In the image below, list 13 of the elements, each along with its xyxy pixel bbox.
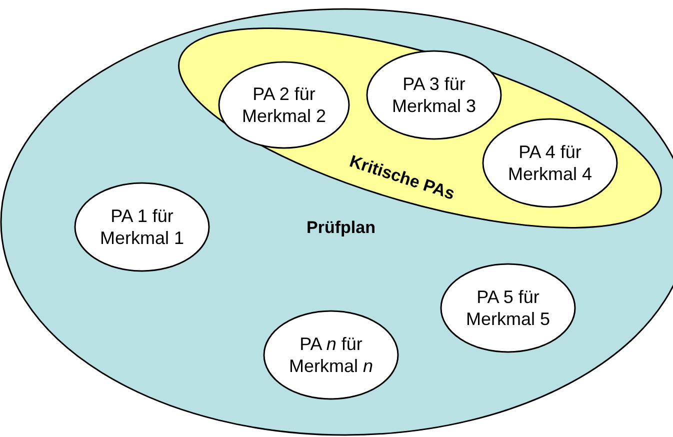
oval-node xyxy=(440,263,576,353)
oval-node xyxy=(74,182,210,272)
oval-node xyxy=(263,310,399,400)
oval-node xyxy=(218,61,350,149)
node-label: PA 2 für Merkmal 2 xyxy=(240,83,327,127)
node-label: PA 1 für Merkmal 1 xyxy=(98,205,185,249)
group-title: Prüfplan xyxy=(306,218,376,238)
node-label: PA 3 für Merkmal 3 xyxy=(390,73,477,117)
oval-node xyxy=(482,118,618,208)
node-label: PA n für Merkmal n xyxy=(288,333,374,377)
node-label: PA 5 für Merkmal 5 xyxy=(464,286,551,330)
oval-node xyxy=(366,50,502,140)
node-label: PA 4 für Merkmal 4 xyxy=(506,141,593,185)
